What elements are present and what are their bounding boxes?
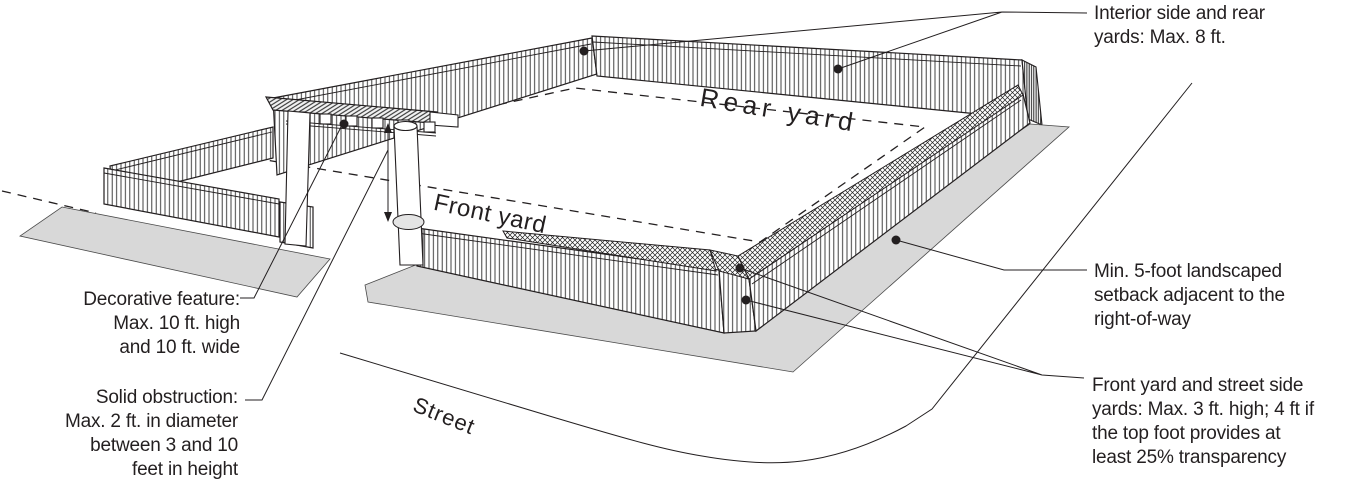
callout-line: right-of-way <box>1094 309 1191 330</box>
callout-decorative-feature: Decorative feature: Max. 10 ft. high and… <box>40 288 240 360</box>
callout-line: Solid obstruction: <box>95 387 238 408</box>
callout-landscaped-setback: Min. 5-foot landscaped setback adjacent … <box>1094 260 1285 332</box>
callout-line: the top foot provides at <box>1092 423 1281 444</box>
callout-interior-side-rear-yards: Interior side and rear yards: Max. 8 ft. <box>1094 2 1265 50</box>
leader-decorative-feature <box>240 119 349 299</box>
callout-line: setback adjacent to the <box>1094 285 1285 306</box>
neighbor-front-fence <box>103 167 280 238</box>
callout-line: yards: Max. 3 ft. high; 4 ft if <box>1092 399 1314 420</box>
street-side-fence <box>748 93 1031 333</box>
callout-line: yards: Max. 8 ft. <box>1094 27 1226 48</box>
leader-landscaped-setback <box>891 235 1087 271</box>
callout-line: Max. 10 ft. high <box>113 313 240 334</box>
callout-line: least 25% transparency <box>1092 447 1287 468</box>
lot-line-continuation-dashes <box>1 190 97 214</box>
callout-line: Interior side and rear <box>1094 3 1265 24</box>
column-solid-obstruction <box>392 120 425 266</box>
height-measure-arrow <box>384 123 392 222</box>
pergola-bracket <box>429 111 459 128</box>
callout-line: feet in height <box>131 459 238 480</box>
pergola-post <box>284 110 311 247</box>
callout-line: between 3 and 10 <box>90 435 238 456</box>
street-edge-line <box>339 82 1193 464</box>
callout-line: and 10 ft. wide <box>119 337 240 358</box>
callout-line: Front yard and street side <box>1092 375 1304 396</box>
leader-front-street-side <box>735 263 1085 379</box>
callout-front-street-side-yards: Front yard and street side yards: Max. 3… <box>1092 374 1314 470</box>
callout-line: Min. 5-foot landscaped <box>1094 261 1282 282</box>
landscaped-setback-strip-left <box>19 206 331 298</box>
leader-solid-obstruction <box>245 149 389 401</box>
callout-solid-obstruction: Solid obstruction: Max. 2 ft. in diamete… <box>28 386 238 482</box>
callout-line: Max. 2 ft. in diameter <box>64 411 238 432</box>
callout-line: Decorative feature: <box>83 289 240 310</box>
leader-interior-rear <box>579 11 1088 74</box>
column-3ft-section-ellipse <box>392 214 425 230</box>
